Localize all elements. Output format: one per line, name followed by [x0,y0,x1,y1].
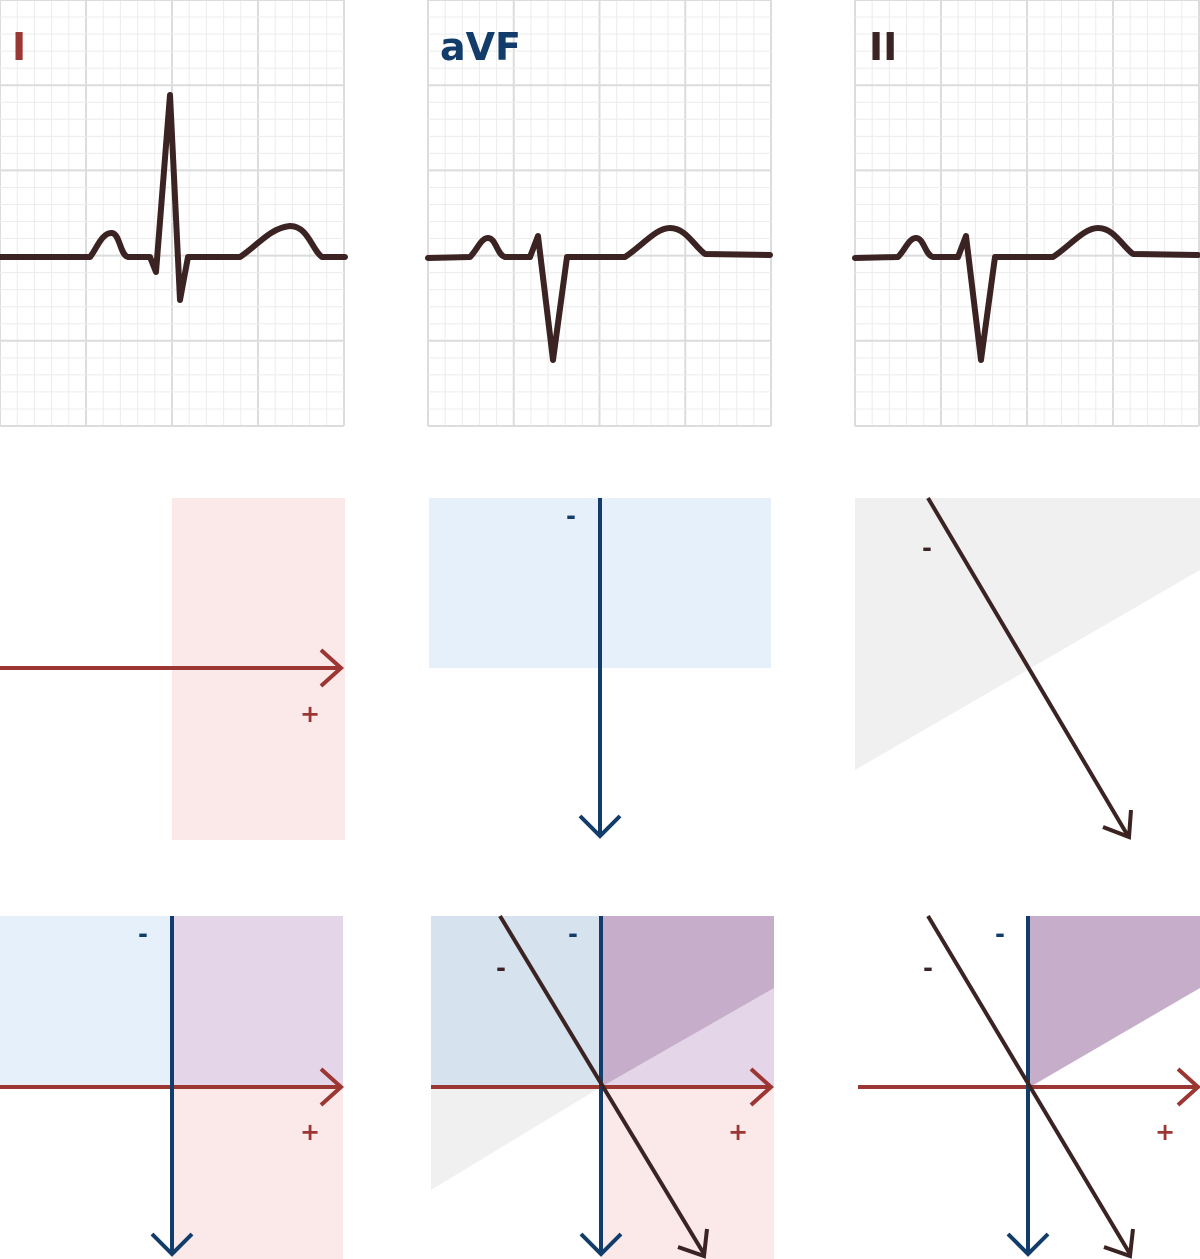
minus-sign: - [995,920,1005,948]
single-axes-row: + - - [0,496,1200,840]
axis-line-lead-II [926,914,1132,1256]
minus-sign: - [138,920,148,948]
ecg-trace-lead-II [852,225,1200,363]
ecg-grid-lead-I [0,0,345,427]
arrow-head-icon [1103,1228,1135,1259]
arrow-head-icon [1176,1067,1200,1107]
minus-sign: - [568,920,578,948]
ecg-trace-lead-aVF [425,225,773,363]
plus-sign: + [728,1118,748,1146]
ecg-trace-lead-I [0,92,348,303]
minus-sign: - [923,954,933,982]
ecg-grid-lead-aVF [427,0,772,427]
axis-panel-lead-II: - [855,496,1200,840]
dark-purple-overlap-zone [601,916,774,1087]
axis-line-lead-II [926,496,1130,838]
plus-sign: + [300,700,320,728]
plus-sign: + [300,1118,320,1146]
arrow-head-icon [579,1232,623,1257]
arrow-head-icon [1006,1232,1050,1257]
lead-label-aVF: aVF [440,25,521,69]
red-zone [172,1087,343,1259]
lead-label-I: I [12,25,26,69]
axis-panel-lead-aVF: - [429,498,771,839]
combined-panel-I-aVF-II: - - + [431,914,774,1259]
minus-sign: - [496,954,506,982]
combined-panel-result: - - + [858,914,1200,1259]
combined-axes-row: - + - - + - [0,914,1200,1259]
negative-zone-lead-II [855,498,1200,770]
gray-zone [431,1087,601,1190]
arrow-head-icon [749,1067,774,1107]
axis-line-lead-II [498,914,706,1256]
plus-sign: + [1155,1118,1175,1146]
arrow-head-icon [578,814,622,839]
ecg-strips-row: I aVF II [0,0,1200,427]
arrow-head-icon [150,1232,194,1257]
lead-label-II: II [869,25,897,69]
minus-sign: - [566,502,576,530]
arrow-head-icon [319,1067,344,1107]
red-zone [601,1087,774,1259]
arrow-head-icon [677,1228,709,1259]
dark-purple-overlap-zone [1030,916,1200,1087]
ecg-grid-lead-II [854,0,1200,427]
combined-panel-I-aVF: - + [0,916,344,1259]
minus-sign: - [922,534,932,562]
blue-zone [0,916,172,1087]
purple-overlap-zone [172,916,343,1087]
arrow-head-icon [1102,809,1133,840]
axis-panel-lead-I: + [0,498,345,840]
arrow-head-icon [319,648,344,688]
